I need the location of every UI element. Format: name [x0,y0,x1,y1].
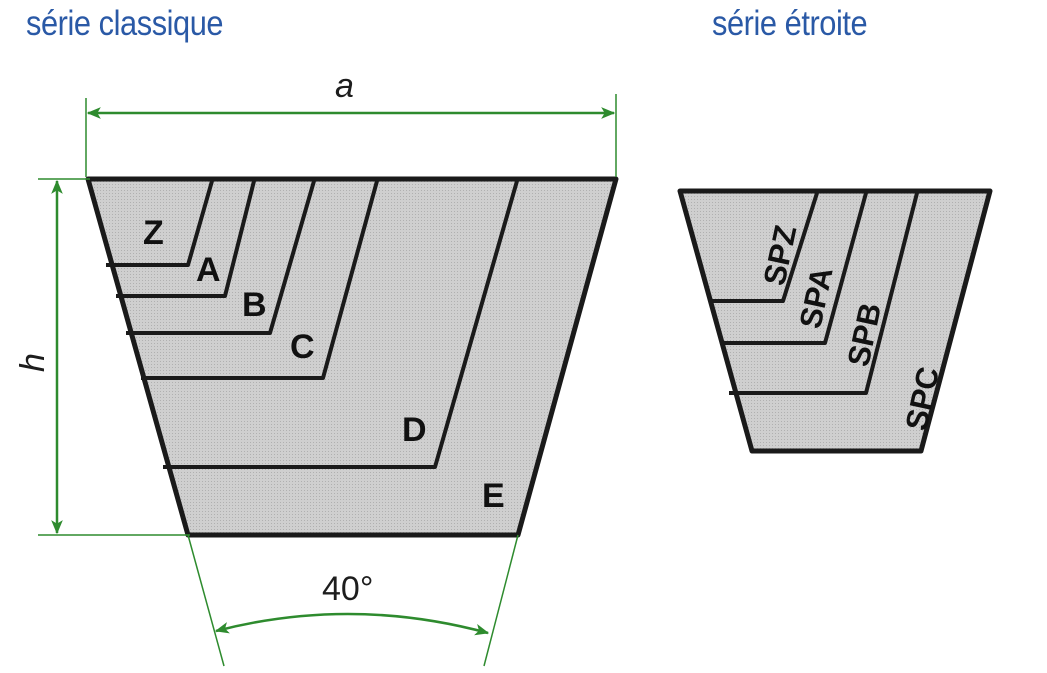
narrow-belt-section: SPZ SPA SPB SPC [677,188,993,454]
section-boundary-c [141,180,379,380]
section-label-c: C [290,328,315,366]
title-narrow-series: série étroite [712,4,868,43]
height-dimension: h [14,178,190,536]
width-symbol: a [335,67,354,105]
section-label-z: Z [143,214,164,252]
title-classic-series: série classique [26,4,224,43]
narrow-trapezoid-outline [677,188,993,454]
section-boundary-z [106,180,214,267]
angle-arc-arrow [214,612,490,636]
section-label-d: D [402,411,427,449]
section-boundary-spz [712,192,819,303]
section-label-e: E [482,477,505,515]
angle-label: 40° [322,570,373,608]
angle-dimension: 40° [187,534,519,667]
section-boundary-b [126,180,316,335]
height-symbol: h [14,353,52,372]
width-dimension: a [85,67,617,177]
classic-belt-section: Z A B C D E [85,176,619,538]
section-boundary-d [163,180,519,469]
section-boundary-spb [729,192,919,395]
section-boundary-a [116,180,256,298]
classic-trapezoid-outline [85,176,619,538]
section-label-b: B [242,286,267,324]
section-label-a: A [196,251,221,289]
section-boundary-spa [720,192,868,345]
